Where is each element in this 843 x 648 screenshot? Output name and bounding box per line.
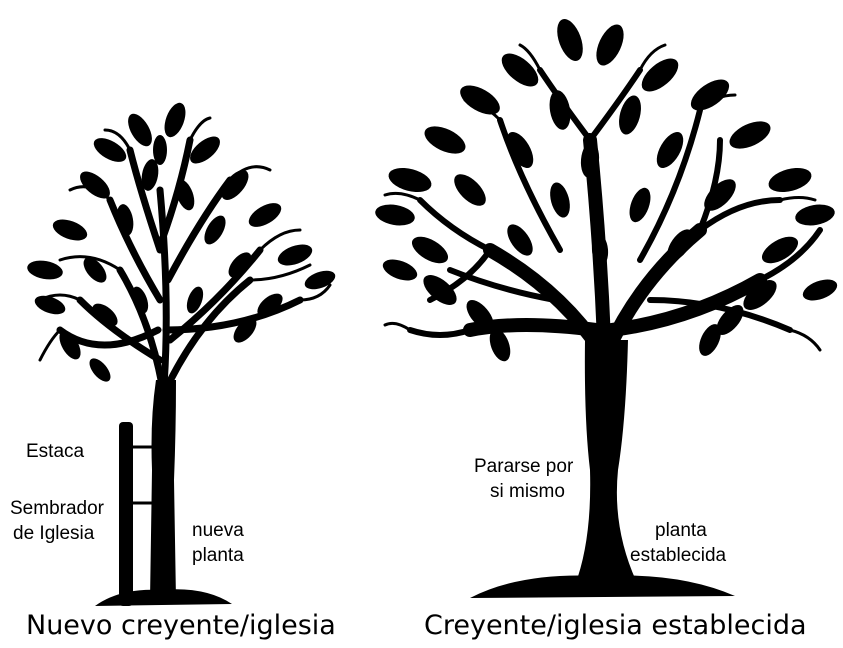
young-tree-trunk xyxy=(150,380,176,600)
established-label-line2: establecida xyxy=(630,545,727,566)
young-tree-illustration xyxy=(27,102,336,606)
right-tree-caption: Creyente/iglesia establecida xyxy=(424,610,807,641)
stand-label-line1: Pararse por xyxy=(474,456,574,477)
established-tree-illustration xyxy=(375,18,838,598)
planter-label-line1: Sembrador xyxy=(10,498,104,519)
young-tree-leaves xyxy=(27,102,336,382)
established-tree-ground xyxy=(470,575,735,598)
new-plant-label-line2: planta xyxy=(192,545,244,566)
established-tree-trunk xyxy=(575,340,638,585)
established-tree-leaves xyxy=(375,18,838,362)
planter-label-line2: de Iglesia xyxy=(13,523,95,544)
left-tree-caption: Nuevo creyente/iglesia xyxy=(26,610,336,641)
new-plant-label-line1: nueva xyxy=(192,520,244,541)
stand-label-line2: si mismo xyxy=(490,481,565,502)
stake-label: Estaca xyxy=(26,441,85,462)
stake-post xyxy=(119,422,133,606)
established-label-line1: planta xyxy=(655,520,707,541)
